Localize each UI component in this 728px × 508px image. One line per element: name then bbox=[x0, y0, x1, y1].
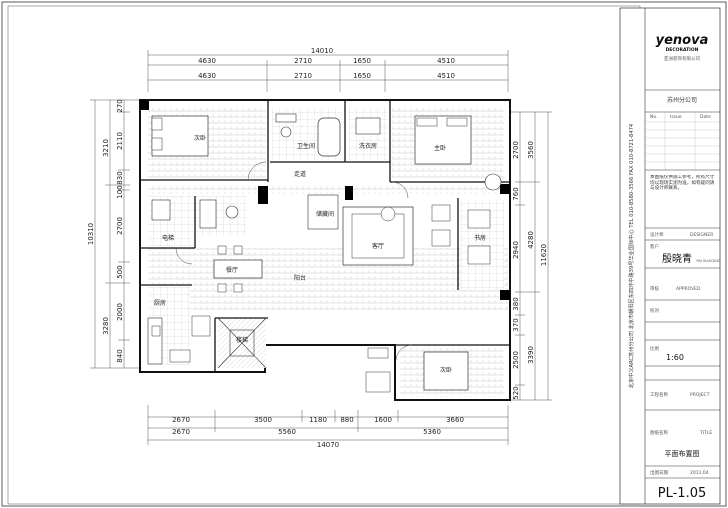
header-issue: Issue bbox=[670, 114, 682, 120]
dim-left-i1: 270 bbox=[116, 99, 124, 112]
bathtub bbox=[317, 117, 341, 157]
approved-label: 审核 bbox=[650, 285, 659, 292]
drawing-title: 平面布置图 bbox=[665, 449, 700, 458]
dim-bot-total: 14070 bbox=[317, 441, 339, 449]
dim-right-total: 11620 bbox=[540, 244, 548, 266]
label-balcony: 阳台 bbox=[294, 274, 306, 282]
drawing-title-label: 图纸名称 bbox=[650, 429, 668, 436]
dim-top2-c: 1650 bbox=[353, 72, 371, 80]
dim-bot2-c: 5360 bbox=[423, 428, 441, 436]
top-dimensions bbox=[147, 50, 509, 92]
scale-label: 比例 bbox=[650, 345, 659, 352]
dim-top-d: 4510 bbox=[437, 57, 455, 65]
dim-left-o2: 3280 bbox=[102, 317, 110, 335]
dim-right-i4: 380 bbox=[512, 297, 520, 310]
company-small: 亚洲装饰有限公司 bbox=[664, 55, 700, 62]
label-stair: 楼梯 bbox=[236, 336, 248, 344]
toilet-top bbox=[280, 126, 292, 138]
label-corridor: 走道 bbox=[294, 170, 306, 178]
dim-left-total: 10310 bbox=[87, 223, 95, 245]
date-label: 出图日期 bbox=[650, 469, 668, 476]
dim-right-i1: 2700 bbox=[512, 141, 520, 159]
header-no: No. bbox=[650, 114, 657, 120]
bed-sw bbox=[423, 351, 469, 391]
dim-left-i8: 840 bbox=[116, 349, 124, 362]
corridor-floor bbox=[148, 184, 504, 194]
left-dimensions bbox=[90, 99, 140, 369]
dim-bot-e: 1600 bbox=[374, 416, 392, 424]
dim-right-o2: 4280 bbox=[527, 231, 535, 249]
label-bath: 卫生间 bbox=[297, 142, 315, 150]
title-block: 北京中义ARC苏州分公司 北京市朝阳区东四环中路39号华业国际中心 TEL 01… bbox=[619, 7, 721, 505]
customer-name: 殷晓青 bbox=[662, 252, 692, 265]
dim-right-i5: 370 bbox=[512, 318, 520, 331]
customer-label: 客户 bbox=[650, 243, 659, 250]
label-elevator: 电梯 bbox=[162, 234, 174, 242]
date-value: 2011.04 bbox=[690, 470, 709, 476]
company-logo-sub: DECORATION bbox=[666, 47, 699, 53]
label-master-bedroom: 主卧 bbox=[434, 144, 446, 152]
dim-bot-f: 3660 bbox=[446, 416, 464, 424]
customer-sub: YIN XIAOQING bbox=[696, 259, 721, 263]
label-dining: 餐厅 bbox=[226, 266, 238, 274]
dim-right-o3: 3390 bbox=[527, 346, 535, 364]
dining-table bbox=[213, 259, 263, 279]
label-bedroom-small: 次卧 bbox=[194, 134, 206, 142]
dim-bot-d: 880 bbox=[340, 416, 353, 424]
dim-left-i3: 830 bbox=[116, 171, 124, 184]
label-kitchen: 厨房 bbox=[154, 299, 166, 307]
notes-box: 本图纸仅供施工参考，所有尺寸均以现场实测为准，如有疑问请与设计师联系。 bbox=[650, 175, 714, 191]
dim-top2-a: 4630 bbox=[198, 72, 216, 80]
company-logo: yenova bbox=[656, 33, 709, 48]
dim-top2-b: 2710 bbox=[294, 72, 312, 80]
dim-bot-b: 3500 bbox=[254, 416, 272, 424]
label-storage: 储藏间 bbox=[316, 210, 334, 218]
dim-top-b: 2710 bbox=[294, 57, 312, 65]
dim-right-o1: 3560 bbox=[527, 141, 535, 159]
dim-left-i2: 2110 bbox=[116, 132, 124, 150]
project-en: PROJECT bbox=[690, 392, 710, 398]
dim-left-i7: 2000 bbox=[116, 303, 124, 321]
dim-top-a: 4630 bbox=[198, 57, 216, 65]
floor-plan: 次卧 主卧 走道 书房 客厅 餐厅 厨房 楼梯 阳台 卫生间 洗衣房 储藏间 电… bbox=[139, 99, 511, 401]
drawing-title-en: TITLE bbox=[699, 430, 712, 436]
living-floor bbox=[148, 248, 508, 310]
bottom-dimensions bbox=[147, 405, 509, 445]
label-laundry: 洗衣房 bbox=[359, 142, 377, 150]
scale-value: 1:60 bbox=[666, 353, 684, 362]
dim-left-i4: 100 bbox=[116, 185, 124, 198]
dim-top-c: 1650 bbox=[353, 57, 371, 65]
label-living: 客厅 bbox=[372, 242, 384, 250]
dim-top-total: 14010 bbox=[311, 47, 333, 55]
dim-right-i7: 520 bbox=[512, 386, 520, 399]
dim-bot-a: 2670 bbox=[172, 416, 190, 424]
right-dimensions bbox=[510, 111, 552, 401]
dim-bot2-a: 2670 bbox=[172, 428, 190, 436]
sheet-number: PL-1.05 bbox=[658, 486, 707, 501]
dim-right-i2: 760 bbox=[512, 187, 520, 200]
header-date: Date bbox=[700, 114, 711, 120]
dim-right-i3: 2940 bbox=[512, 241, 520, 259]
label-bedroom-sw: 次卧 bbox=[440, 366, 452, 374]
dim-bot-c: 1180 bbox=[309, 416, 327, 424]
designer-en: DESIGNER bbox=[690, 232, 713, 238]
check-label: 校对 bbox=[650, 307, 659, 314]
dim-left-o1: 3210 bbox=[102, 139, 110, 157]
dim-left-i5: 2700 bbox=[116, 217, 124, 235]
project-label: 工程名称 bbox=[650, 391, 668, 398]
approved-en: APPROVED bbox=[676, 286, 701, 292]
branch-name: 苏州分公司 bbox=[667, 96, 697, 104]
dim-left-i6: 500 bbox=[116, 265, 124, 278]
vertical-company-text: 北京中义ARC苏州分公司 北京市朝阳区东四环中路39号华业国际中心 TEL 01… bbox=[627, 123, 635, 388]
dim-top2-d: 4510 bbox=[437, 72, 455, 80]
dim-right-i6: 2500 bbox=[512, 351, 520, 369]
label-study: 书房 bbox=[474, 234, 486, 242]
dim-bot2-b: 5560 bbox=[278, 428, 296, 436]
designer-label: 设计师 bbox=[650, 231, 664, 238]
